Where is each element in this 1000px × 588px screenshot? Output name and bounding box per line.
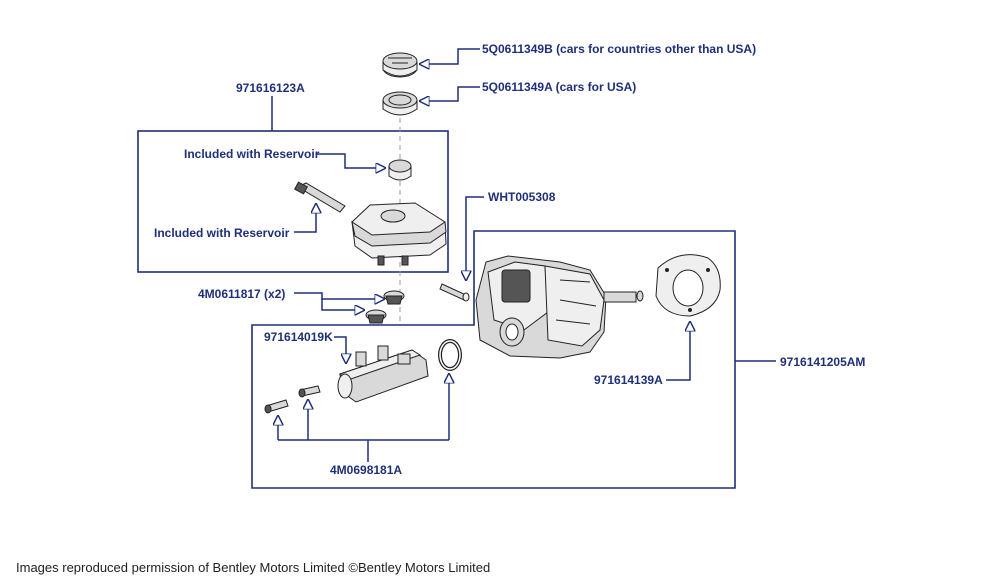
- master-cylinder-drawing: [337, 345, 429, 403]
- label-grommets: 4M0611817 (x2): [198, 287, 285, 301]
- brake-fluid-reservoir-drawing: [351, 202, 447, 266]
- copyright-footer: Images reproduced permission of Bentley …: [16, 560, 491, 575]
- label-sensor: WHT005308: [488, 190, 556, 204]
- label-gasket: 971614139A: [594, 373, 663, 387]
- label-booster-assembly: 9716141205AM: [780, 355, 865, 369]
- reservoir-cap-other-drawing: [382, 52, 418, 78]
- bolt-upper-drawing: [298, 385, 321, 398]
- reservoir-kit-box: [137, 130, 449, 273]
- brake-booster-drawing: [475, 255, 644, 359]
- o-ring-drawing: [438, 339, 462, 371]
- booster-assembly-box: [251, 230, 736, 489]
- pressure-sensor-drawing: [439, 283, 470, 302]
- label-included-sensor: Included with Reservoir: [184, 147, 320, 161]
- label-cap-usa: 5Q0611349A (cars for USA): [482, 80, 636, 94]
- label-included-neck: Included with Reservoir: [154, 226, 290, 240]
- reservoir-cap-usa-drawing: [382, 91, 418, 116]
- leader-lines: [271, 48, 776, 462]
- booster-gasket-drawing: [655, 254, 721, 317]
- level-sensor-drawing: [294, 181, 346, 213]
- bolt-lower-drawing: [264, 399, 289, 414]
- grommets-drawing: [365, 290, 405, 324]
- label-seal-kit: 4M0698181A: [330, 463, 402, 477]
- label-cap-other: 5Q0611349B (cars for countries other tha…: [482, 42, 756, 56]
- label-reservoir-kit: 971616123A: [236, 81, 305, 95]
- label-master-cylinder: 971614019K: [264, 330, 333, 344]
- reservoir-filler-neck-drawing: [388, 159, 412, 181]
